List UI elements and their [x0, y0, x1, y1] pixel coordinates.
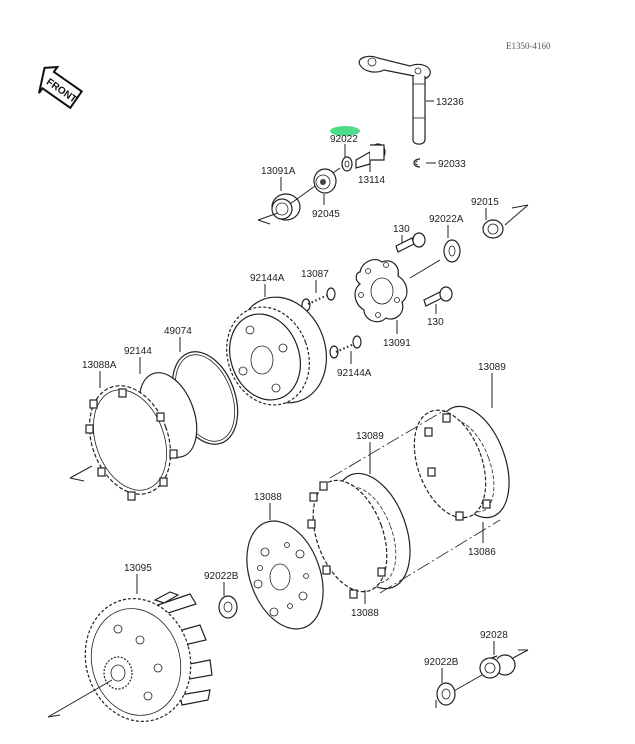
label-130-upper: 130	[393, 224, 410, 235]
label-13091: 13091	[383, 338, 411, 349]
label-130-lower: 130	[427, 317, 444, 328]
label-13114: 13114	[358, 175, 386, 186]
label-92028: 92028	[480, 630, 508, 641]
label-13236: 13236	[436, 97, 464, 108]
label-13089-mid: 13089	[356, 431, 384, 442]
label-92033: 92033	[438, 159, 466, 170]
part-13114-pushrod[interactable]	[355, 143, 386, 172]
part-92028-collar[interactable]	[479, 654, 516, 679]
part-13086-pressure-plate[interactable]	[233, 510, 337, 639]
label-92022B-left: 92022B	[204, 571, 239, 582]
part-13087-clutch-hub[interactable]	[213, 285, 341, 417]
label-13088-right: 13086	[468, 547, 496, 558]
label-92022B-right: 92022B	[424, 657, 459, 668]
part-92022A-washer[interactable]	[443, 239, 461, 263]
part-92144A-spring-lower[interactable]	[329, 335, 362, 359]
part-13095-clutch-housing[interactable]	[72, 587, 213, 734]
label-92022: 92022	[330, 134, 358, 145]
part-92033-circlip[interactable]	[413, 158, 436, 168]
label-13095: 13095	[124, 563, 152, 574]
part-13236-release-lever[interactable]	[358, 55, 434, 145]
part-92045-bearing[interactable]	[313, 168, 337, 194]
label-92015: 92015	[471, 197, 499, 208]
part-92022B-washer-left[interactable]	[218, 595, 238, 619]
part-13088-friction-plate-mid[interactable]	[299, 470, 401, 602]
part-92144A-spring-upper[interactable]	[301, 287, 336, 312]
part-130-bolt-lower[interactable]	[423, 286, 453, 307]
label-49074: 49074	[164, 326, 192, 337]
label-92144: 92144	[124, 346, 152, 357]
part-13088-friction-plate-right[interactable]	[401, 400, 499, 527]
front-arrow-icon: FRONT	[38, 65, 84, 110]
part-130-bolt-upper[interactable]	[395, 232, 426, 253]
label-92045: 92045	[312, 209, 340, 220]
part-13091A-bearing-housing[interactable]	[271, 193, 301, 221]
reference-code: E1350-4160	[506, 41, 551, 51]
label-92022A: 92022A	[429, 214, 464, 225]
label-13091A: 13091A	[261, 166, 296, 177]
label-13086: 13088	[254, 492, 282, 503]
label-13087: 92144A	[250, 273, 285, 284]
part-13088A-friction-plate[interactable]	[75, 374, 185, 505]
part-92022B-washer-right[interactable]	[436, 682, 456, 706]
label-13088A: 13088A	[82, 360, 117, 371]
part-92015-nut[interactable]	[482, 219, 504, 239]
part-92022-washer[interactable]	[341, 156, 353, 172]
selected-part-highlight	[330, 126, 360, 136]
label-13088-mid: 13088	[351, 608, 379, 619]
part-13091-flange[interactable]	[354, 259, 408, 323]
label-13089-right: 13089	[478, 362, 506, 373]
label-92144A-upper: 13087	[301, 269, 329, 280]
label-92144A-lower: 92144A	[337, 368, 372, 379]
